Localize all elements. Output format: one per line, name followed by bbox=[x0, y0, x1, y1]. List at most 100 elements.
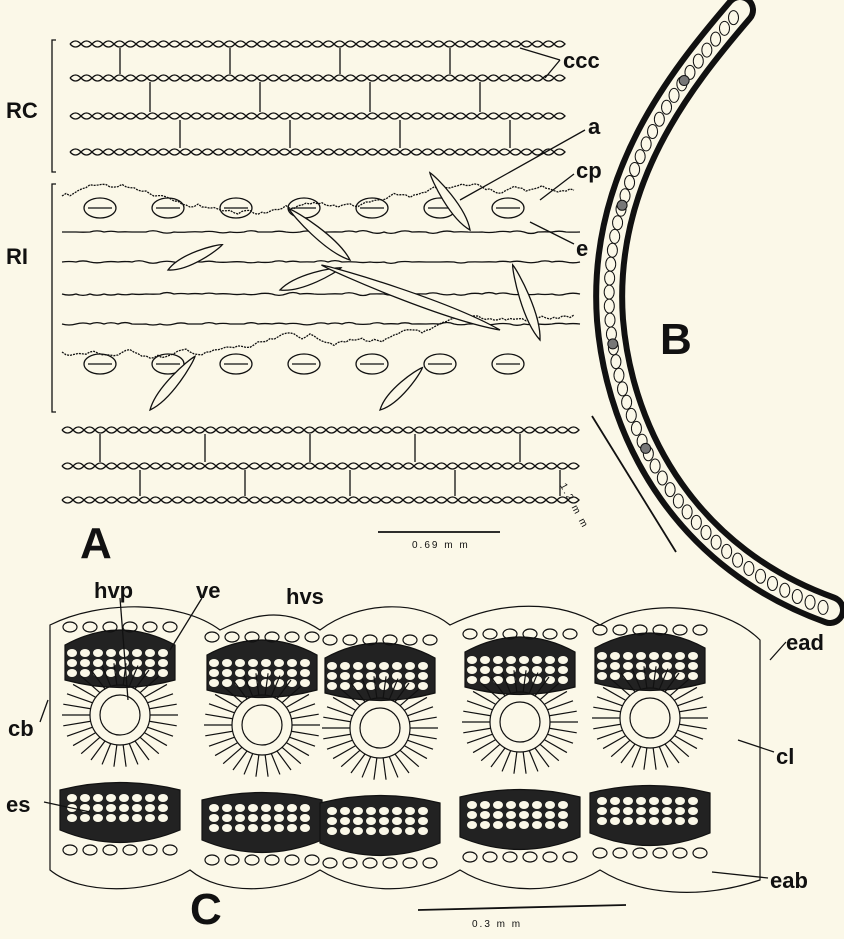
chlorenchyma-ray bbox=[677, 730, 703, 739]
chlorenchyma-ray bbox=[67, 694, 93, 703]
chlorenchyma-ray bbox=[679, 707, 706, 712]
fiber-lumen bbox=[405, 827, 415, 835]
fiber-lumen bbox=[93, 659, 103, 667]
fiber-lumen bbox=[467, 676, 477, 684]
chlorenchyma-ray bbox=[632, 747, 641, 768]
epidermal-cell bbox=[143, 622, 157, 632]
epidermal-cell bbox=[563, 852, 577, 862]
fiber-lumen bbox=[532, 656, 542, 664]
fiber-lumen bbox=[623, 672, 633, 680]
vascular-core bbox=[360, 708, 400, 748]
fiber-lumen bbox=[261, 804, 271, 812]
fiber-lumen bbox=[327, 807, 337, 815]
label-e: e bbox=[576, 238, 588, 260]
epidermal-cell bbox=[483, 629, 497, 639]
cell-row bbox=[70, 149, 565, 155]
epidermal-cell bbox=[163, 622, 177, 632]
vascular-cell bbox=[756, 569, 766, 583]
epidermal-cell bbox=[503, 852, 517, 862]
chlorenchyma-ray bbox=[271, 754, 280, 775]
vascular-cell bbox=[648, 124, 658, 138]
epidermal-cell bbox=[123, 845, 137, 855]
epidermal-cell bbox=[593, 625, 607, 635]
fiber-lumen bbox=[379, 807, 389, 815]
vascular-cell bbox=[654, 112, 664, 126]
vascular-cell bbox=[611, 355, 621, 369]
cell-row bbox=[62, 427, 579, 433]
label-hvp: hvp bbox=[94, 580, 133, 602]
fiber-lumen bbox=[132, 814, 142, 822]
fiber-lumen bbox=[119, 814, 129, 822]
chlorenchyma-ray bbox=[679, 724, 706, 729]
trichome bbox=[166, 240, 225, 275]
epidermal-cell bbox=[563, 629, 577, 639]
panel-b-drawing bbox=[604, 10, 830, 614]
chlorenchyma-ray bbox=[323, 734, 350, 739]
leaf-outline-outer bbox=[609, 10, 830, 610]
epidermal-cell bbox=[343, 635, 357, 645]
ri-bracket bbox=[52, 184, 56, 412]
fiber-lumen bbox=[662, 662, 672, 670]
vascular-cell bbox=[605, 313, 615, 327]
fiber-lumen bbox=[493, 676, 503, 684]
chlorenchyma-ray bbox=[149, 721, 176, 726]
fiber-lumen bbox=[287, 659, 297, 667]
fiber-lumen bbox=[67, 794, 77, 802]
bundle-sheath bbox=[232, 695, 292, 755]
vascular-core bbox=[100, 695, 140, 735]
fiber-lumen bbox=[623, 797, 633, 805]
fiber-lumen bbox=[209, 824, 219, 832]
chlorenchyma-ray bbox=[653, 748, 656, 770]
vascular-cell bbox=[631, 421, 641, 435]
fiber-lumen bbox=[418, 817, 428, 825]
epidermal-cell bbox=[543, 629, 557, 639]
epidermal-cell bbox=[103, 845, 117, 855]
bundle-sheath bbox=[90, 685, 150, 745]
vascular-cell bbox=[604, 299, 614, 313]
fiber-lumen bbox=[222, 804, 232, 812]
fiber-lumen bbox=[597, 662, 607, 670]
wavy-cell-line bbox=[62, 323, 580, 326]
chlorenchyma-ray bbox=[327, 707, 353, 716]
fiber-lumen bbox=[327, 662, 337, 670]
vascular-cell bbox=[669, 88, 679, 102]
chlorenchyma-ray bbox=[593, 724, 620, 729]
vascular-cell bbox=[729, 11, 739, 25]
chlorenchyma-ray bbox=[129, 744, 138, 765]
fiber-lumen bbox=[379, 817, 389, 825]
fiber-lumen bbox=[467, 666, 477, 674]
sclerenchyma-upper bbox=[465, 637, 575, 695]
fiber-lumen bbox=[158, 649, 168, 657]
fiber-lumen bbox=[623, 662, 633, 670]
fiber-lumen bbox=[623, 652, 633, 660]
chlorenchyma-ray bbox=[147, 727, 173, 736]
chlorenchyma-ray bbox=[244, 754, 253, 775]
fiber-lumen bbox=[145, 804, 155, 812]
fiber-lumen bbox=[519, 656, 529, 664]
fiber-lumen bbox=[67, 659, 77, 667]
fiber-lumen bbox=[327, 827, 337, 835]
panel-label-c: C bbox=[190, 888, 222, 932]
fiber-lumen bbox=[353, 682, 363, 690]
fiber-lumen bbox=[119, 794, 129, 802]
fiber-lumen bbox=[327, 672, 337, 680]
fiber-lumen bbox=[327, 817, 337, 825]
fiber-lumen bbox=[493, 821, 503, 829]
epidermal-cell bbox=[265, 855, 279, 865]
fiber-lumen bbox=[145, 814, 155, 822]
fiber-lumen bbox=[106, 804, 116, 812]
fiber-lumen bbox=[467, 801, 477, 809]
fiber-lumen bbox=[145, 794, 155, 802]
vascular-cell bbox=[818, 600, 828, 614]
fiber-lumen bbox=[353, 817, 363, 825]
chlorenchyma-ray bbox=[389, 757, 398, 778]
fiber-lumen bbox=[93, 814, 103, 822]
vascular-cell bbox=[702, 43, 712, 57]
vascular-bundle bbox=[641, 443, 651, 453]
sclerenchyma-upper bbox=[207, 640, 317, 698]
sclerenchyma-lower bbox=[60, 783, 180, 843]
chlorenchyma-ray bbox=[463, 728, 490, 733]
fiber-lumen bbox=[545, 656, 555, 664]
fiber-lumen bbox=[287, 669, 297, 677]
vascular-cell bbox=[767, 576, 777, 590]
